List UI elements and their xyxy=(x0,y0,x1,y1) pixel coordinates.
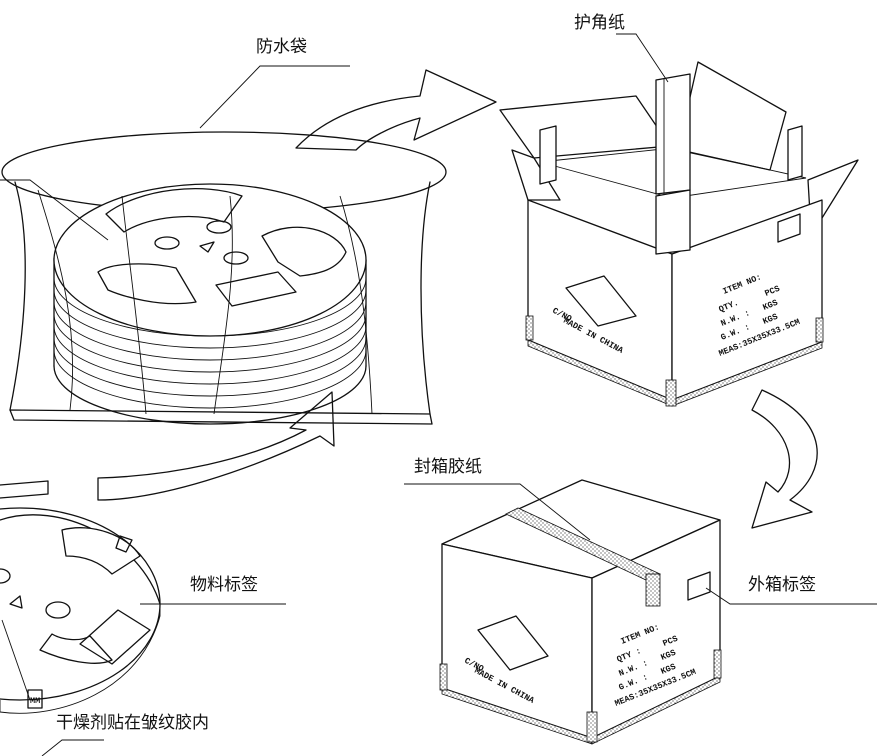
label-sealing-tape: 封箱胶纸 xyxy=(414,457,482,477)
label-material-label: 物料标签 xyxy=(190,575,258,595)
reel-tag-text: MM xyxy=(30,696,40,706)
label-outer-box-label: 外箱标签 xyxy=(748,575,816,595)
label-waterproof-bag: 防水袋 xyxy=(256,37,307,57)
bagged-reel-stack xyxy=(1,69,497,425)
callout-leaders xyxy=(0,33,877,756)
down-arrow xyxy=(751,389,818,529)
closed-carton: C/NO MADE IN CHINA ITEM NO: QTY : PCS N.… xyxy=(439,479,722,745)
label-desiccant: 干燥剂贴在皱纹胶内 xyxy=(56,713,209,733)
label-corner-paper: 护角纸 xyxy=(574,13,625,33)
single-reel: MM xyxy=(0,391,335,714)
open-carton: C/NO MADE IN CHINA ITEM NO: QTY. PCS N.W… xyxy=(499,61,859,407)
